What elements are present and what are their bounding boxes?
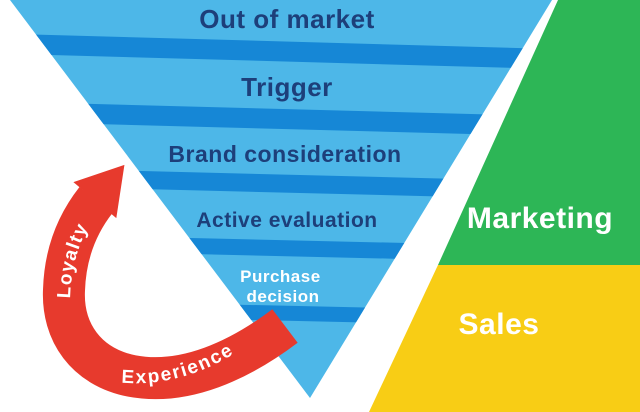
stage-label-out-of-market: Out of market bbox=[199, 4, 375, 34]
marketing-label: Marketing bbox=[467, 202, 613, 235]
loyalty-loop-arrowhead bbox=[73, 164, 125, 219]
stage-label-brand-consideration: Brand consideration bbox=[168, 141, 401, 167]
sales-label: Sales bbox=[459, 308, 540, 341]
funnel-triangle bbox=[10, 0, 552, 398]
stage-label-active-evaluation: Active evaluation bbox=[196, 209, 377, 232]
divider-stripe-1 bbox=[10, 33, 552, 72]
marketing-region bbox=[438, 0, 640, 265]
loyalty-loop-arrow: Loyalty Experience bbox=[42, 164, 298, 400]
stage-label-purchase-line: Purchase bbox=[240, 267, 321, 286]
stage-label-decision-line: decision bbox=[247, 287, 320, 306]
stage-label-purchase-decision: Purchase decision bbox=[240, 267, 326, 306]
sales-region bbox=[369, 265, 640, 412]
loyalty-loop-ribbon bbox=[42, 187, 298, 400]
stage-label-trigger: Trigger bbox=[241, 72, 333, 102]
